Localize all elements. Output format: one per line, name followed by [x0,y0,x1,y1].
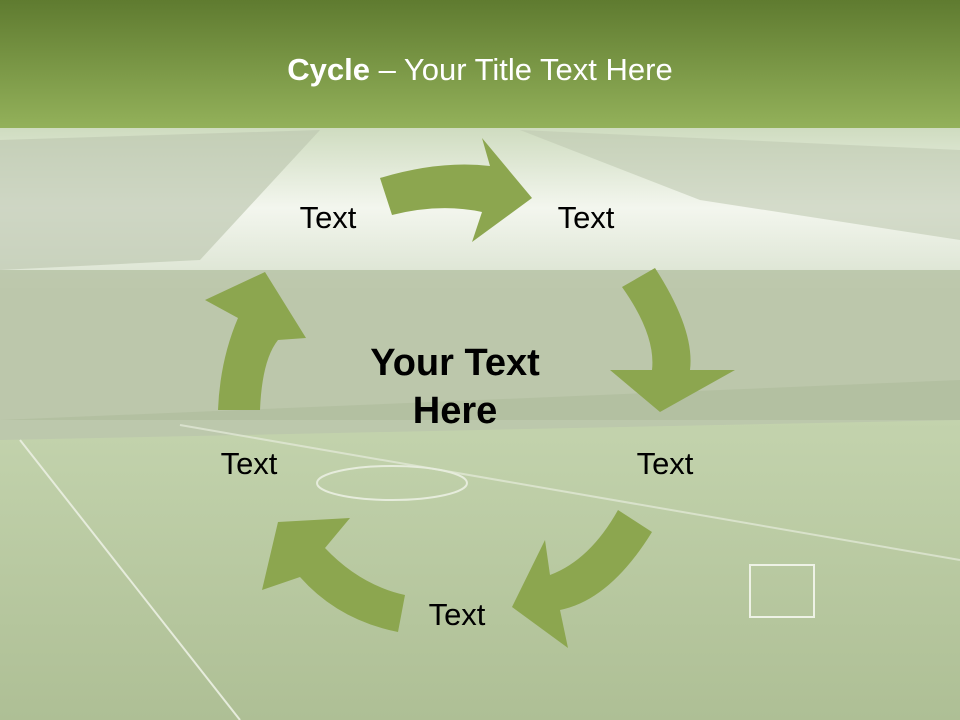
node-top-left: Text [299,200,357,235]
cycle-arrow-left [205,272,306,410]
node-top-right: Text [557,200,615,235]
cycle-arrow-bottom-left [262,518,405,632]
node-bottom: Text [428,597,486,632]
title-rest: – Your Title Text Here [370,52,673,87]
center-text-line1: Your Text [370,342,540,384]
title-bold: Cycle [287,52,370,87]
slide-title: Cycle – Your Title Text Here [0,52,960,88]
node-left: Text [220,446,278,481]
center-text-line2: Here [412,389,498,432]
cycle-arrow-top [380,138,532,242]
cycle-arrow-right [610,268,735,412]
node-right: Text [636,446,694,481]
cycle-arrow-bottom-right [512,510,652,648]
center-text: Your Text Here [330,340,580,435]
